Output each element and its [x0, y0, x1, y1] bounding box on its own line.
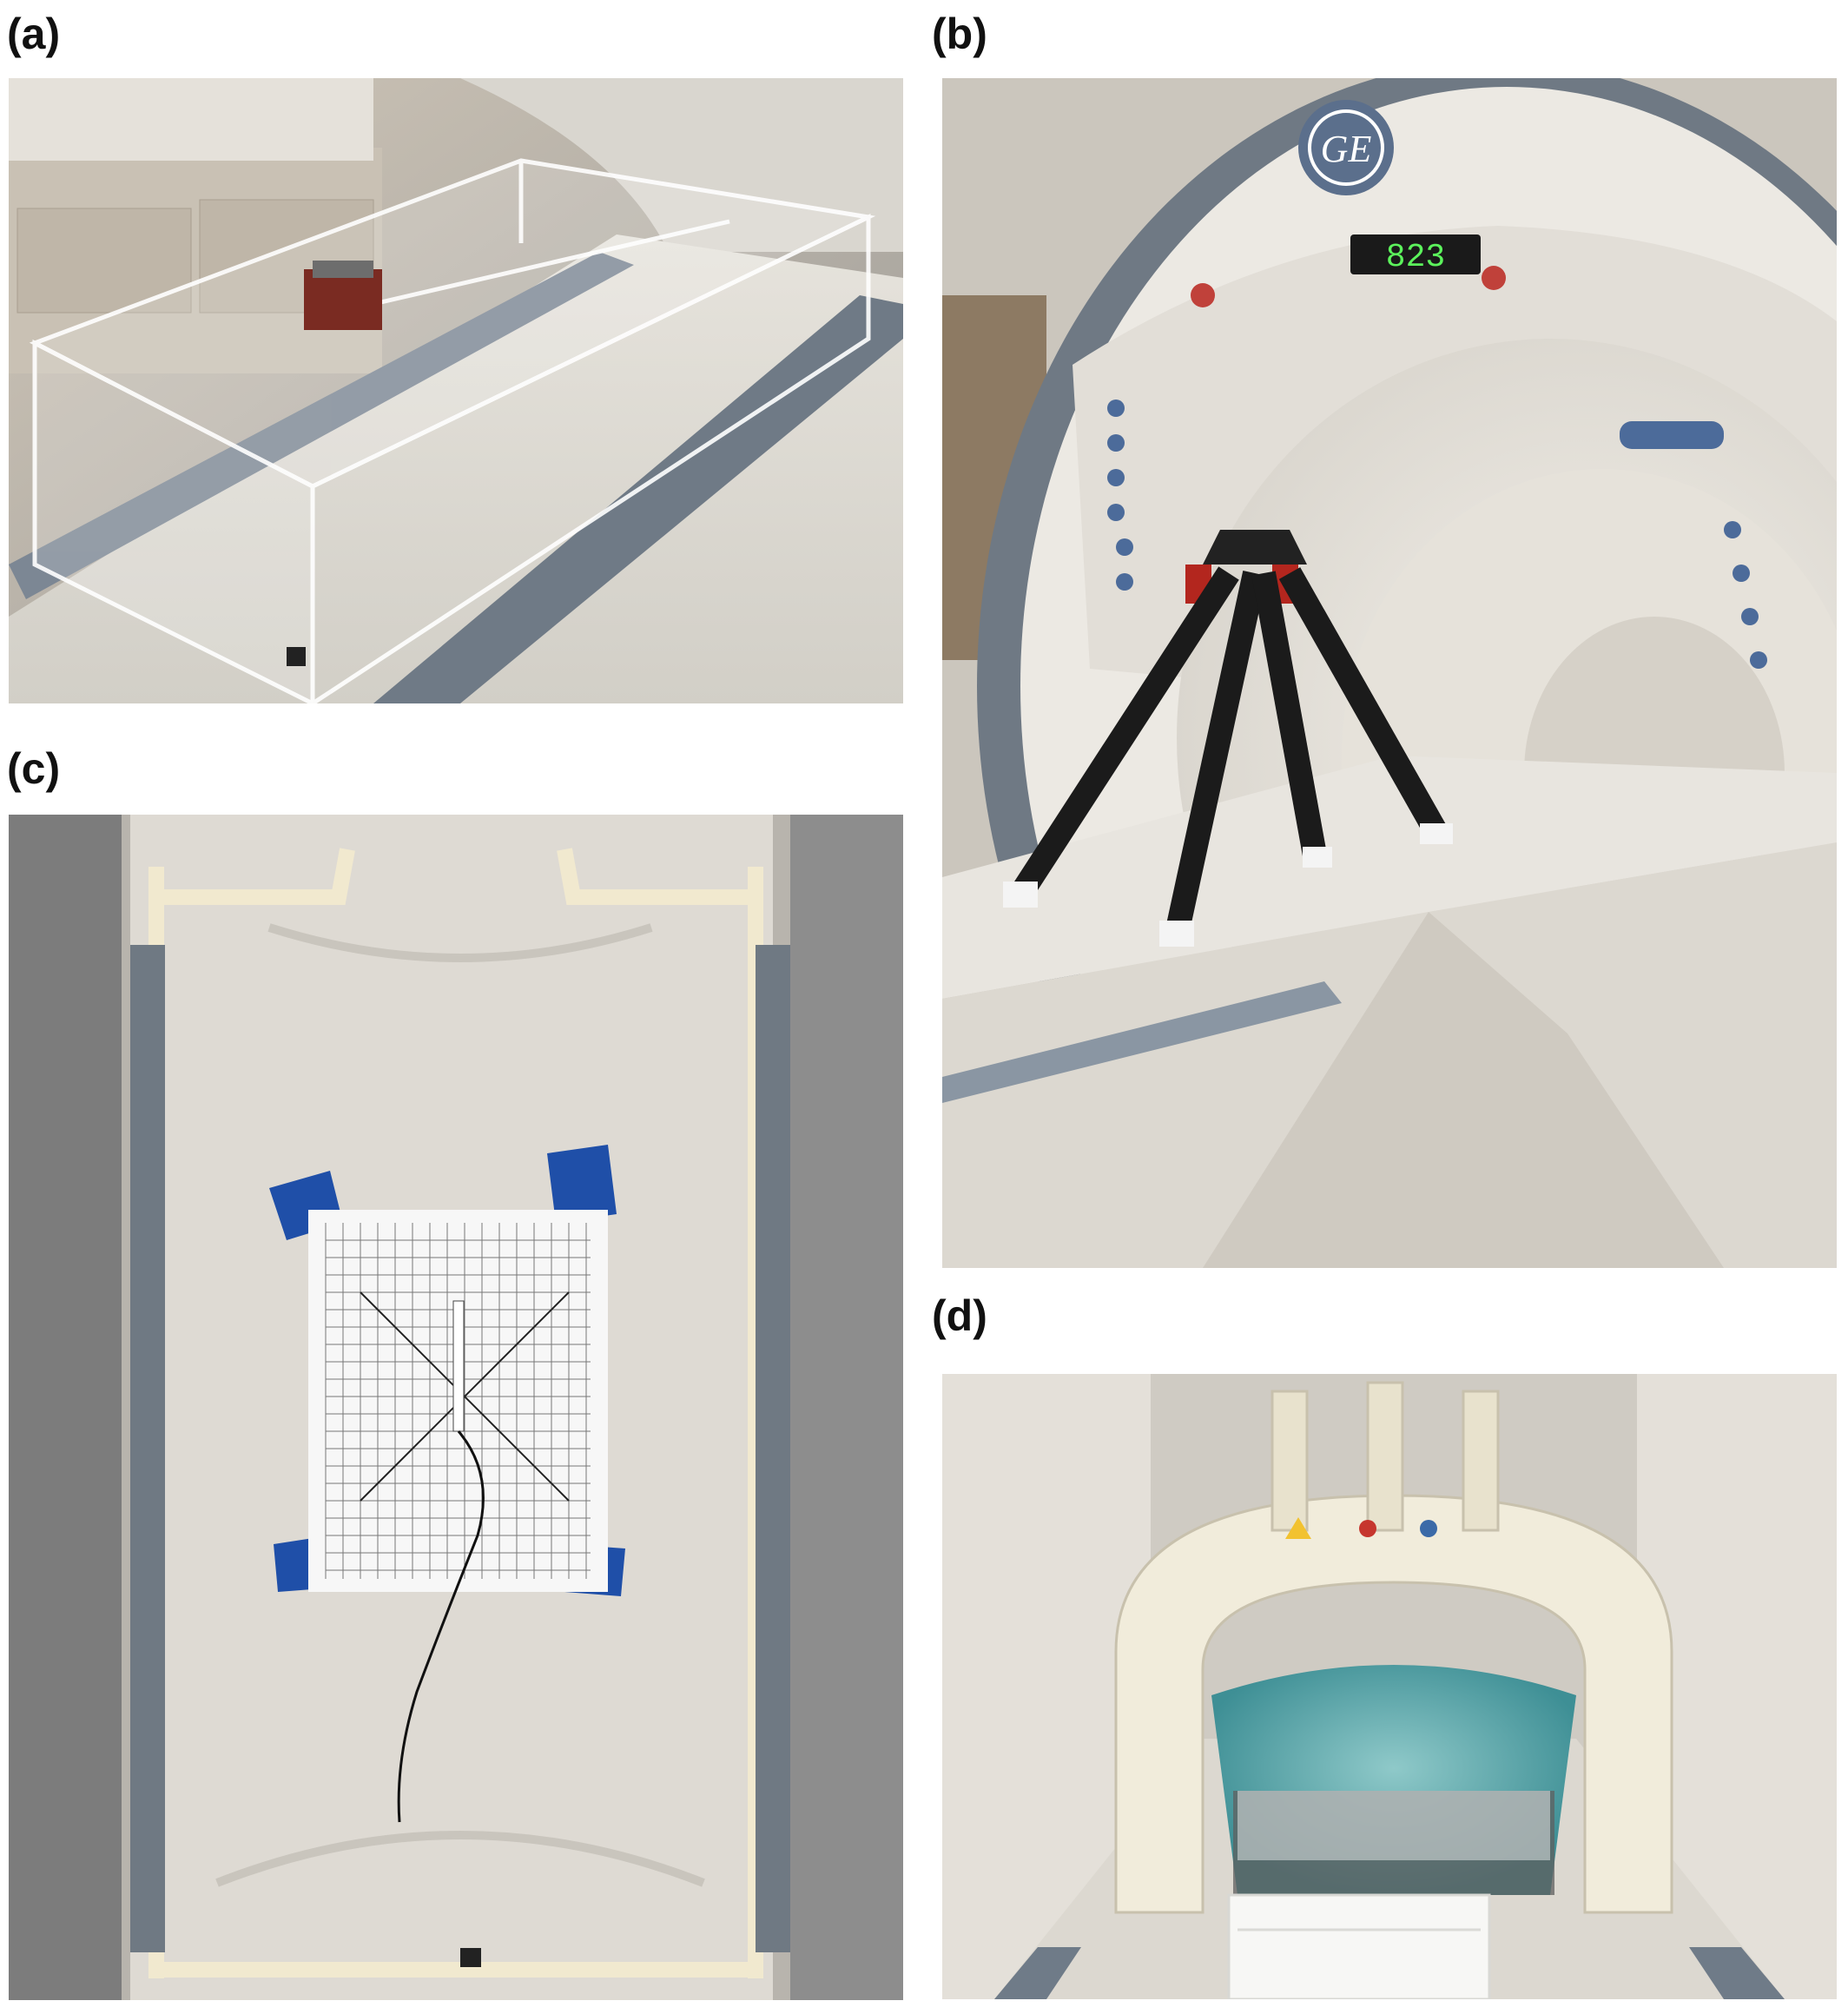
field-strength-display: 823 — [1386, 239, 1445, 276]
photo-mri-scanner-tripod: GE 823 — [942, 78, 1837, 1268]
panel-label-b: (b) — [932, 10, 987, 58]
panel-label-d: (d) — [932, 1291, 987, 1340]
photo-acrylic-tank — [9, 78, 903, 703]
photo-head-coil-phantom — [942, 1374, 1837, 1999]
photo-grid-phantom-top-view — [9, 815, 903, 2000]
ge-logo-text: GE — [1321, 128, 1372, 170]
panel-label-a: (a) — [7, 10, 61, 58]
panel-label-c: (c) — [7, 744, 61, 793]
